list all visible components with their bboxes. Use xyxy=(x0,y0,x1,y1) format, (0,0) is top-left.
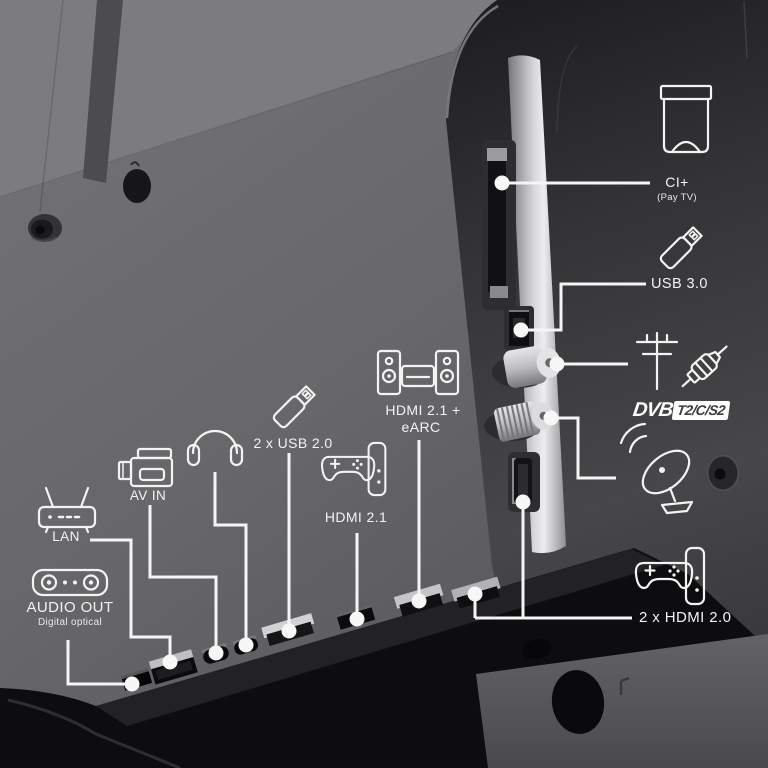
terrestrial-antenna-icon xyxy=(635,331,679,391)
strip-hole xyxy=(522,638,552,660)
speaker-system-icon xyxy=(376,349,460,396)
callout-dot-earc xyxy=(411,593,427,609)
coax-plug-icon xyxy=(681,345,728,388)
bay-corner-seam xyxy=(743,1,748,59)
callout-dots xyxy=(124,175,565,692)
usb-flash-drive-icon xyxy=(272,385,316,429)
callout-dot-hdmi21 xyxy=(349,611,365,627)
callout-line-satellite xyxy=(551,416,616,480)
ci-module-icon xyxy=(659,84,713,154)
callout-dot-antenna xyxy=(549,356,565,372)
router-icon xyxy=(37,486,97,534)
usb-flash-drive-icon xyxy=(659,226,703,270)
headphones-icon xyxy=(186,429,244,467)
callout-dot-satellite xyxy=(543,410,559,426)
panel-seam-left xyxy=(39,0,64,213)
upper-panel-facet xyxy=(0,0,500,198)
callout-dot-lan xyxy=(162,654,178,670)
callout-dot-avin xyxy=(208,645,224,661)
bay-rim-highlight xyxy=(445,4,499,119)
callout-line-audio xyxy=(66,640,132,686)
satellite-connector-port xyxy=(484,401,554,442)
stand-hole xyxy=(551,670,605,734)
corner-seam xyxy=(7,698,181,768)
vesa-channel xyxy=(83,0,123,183)
callout-dot-ci xyxy=(494,175,510,191)
ci-slot-port xyxy=(482,140,516,310)
callout-line-lan xyxy=(90,538,172,662)
satellite-dish-icon xyxy=(619,422,694,515)
callout-dot-audio xyxy=(124,676,140,692)
callout-dot-headphones xyxy=(238,637,254,653)
camcorder-icon xyxy=(117,447,174,488)
screw-hole-right xyxy=(707,455,739,491)
callout-dot-hdmi20-bottom xyxy=(467,586,483,602)
callout-dot-usb2 xyxy=(281,623,297,639)
side-port-bay xyxy=(445,0,768,697)
callout-line-usb3 xyxy=(521,282,646,332)
callout-dot-hdmi20-side xyxy=(515,494,531,510)
icons xyxy=(31,84,728,606)
side-hdmi-port xyxy=(508,452,540,512)
stand-column xyxy=(476,634,768,768)
callout-dot-usb3 xyxy=(513,322,529,338)
side-port-panel xyxy=(508,55,566,554)
panel-seam xyxy=(0,51,453,198)
callout-line-headphones xyxy=(213,472,248,645)
soundbar-icon xyxy=(31,568,109,597)
bay-inner-seam xyxy=(556,45,578,134)
callout-line-avin xyxy=(148,505,218,653)
cable-hole xyxy=(123,169,151,203)
stand-mark xyxy=(619,676,630,695)
screw-grommet xyxy=(28,214,62,243)
cable-hole-detail xyxy=(130,161,140,167)
